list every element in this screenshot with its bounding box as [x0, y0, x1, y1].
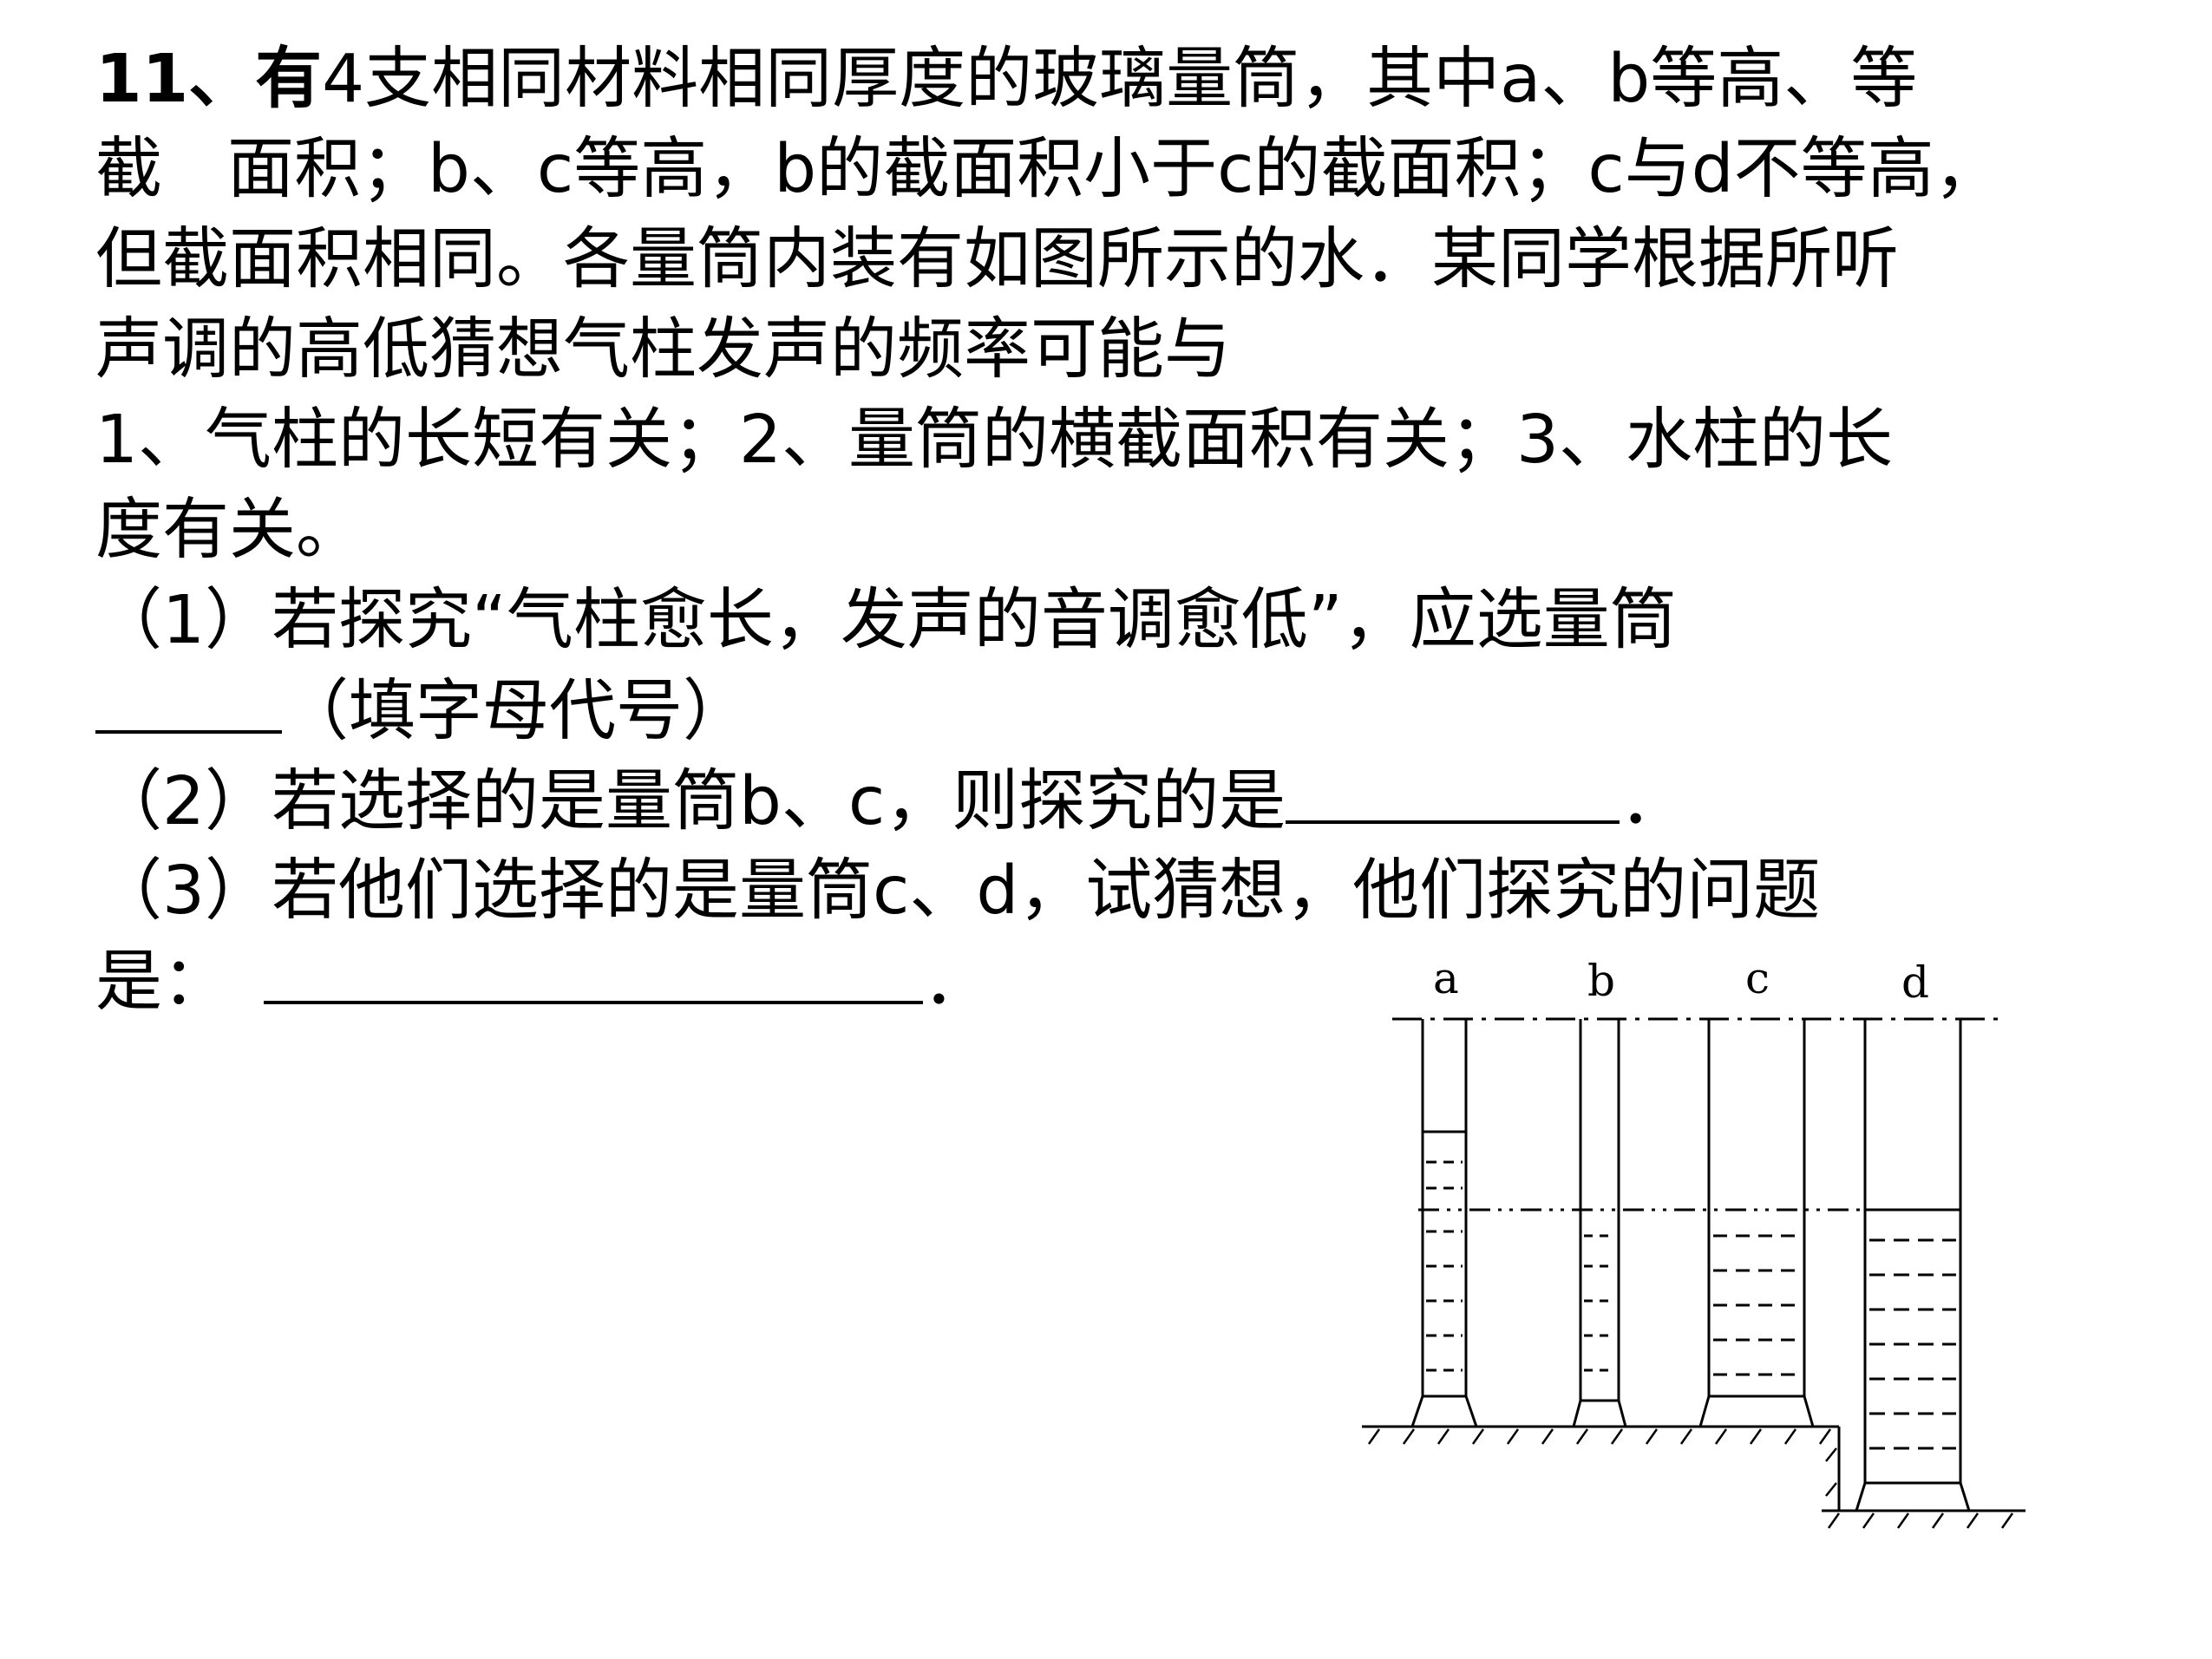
cylinder-c	[1698, 1019, 1815, 1427]
question-line-4: 声调的高低猜想气柱发声的频率可能与	[95, 311, 1231, 389]
cylinder-a	[1410, 1019, 1478, 1427]
question-line-3: 但截面积相同。各量筒内装有如图所示的水．某同学根据所听	[95, 221, 1899, 298]
cylinders-figure: a b c d	[1353, 945, 2039, 1552]
question-line-2: 截面积；b、c等高，b的截面积小于c的截面积；c与d不等高，	[95, 125, 2169, 215]
ground-surface	[1362, 1425, 2025, 1529]
question-text-fragment: （2）若选择的是量筒b、c，则探究的是	[95, 763, 1286, 840]
subquestion-1: （1）若探究“气柱愈长，发声的音调愈低”，应选量筒	[95, 582, 1677, 659]
answer-blank-2[interactable]	[1286, 756, 1620, 824]
subquestion-3: （3）若他们选择的是量筒c、d，试猜想，他们探究的问题	[95, 852, 1821, 930]
subquestion-1-answer-line: （填字母代号）	[95, 666, 2169, 756]
answer-blank-3[interactable]	[264, 937, 923, 1004]
cylinder-d	[1855, 1019, 1971, 1512]
question-text-fragment: 是：	[95, 944, 229, 1021]
question-text: 11、有4支相同材料相同厚度的玻璃量筒，其中a、b等高、等 截面积；b、c等高，…	[95, 35, 2169, 1027]
question-intro: 4支相同材料相同厚度的玻璃量筒，其中a、b等高、等	[322, 41, 1918, 118]
label-d: d	[1901, 957, 1929, 1008]
question-number: 11、有	[95, 41, 323, 118]
subquestion-3-answer-line: 是： ．	[95, 937, 2169, 1027]
question-text-fragment: ．	[923, 944, 990, 1021]
label-c: c	[1745, 953, 1770, 1003]
question-text-fragment: （填字母代号）	[282, 673, 749, 750]
question-line-1: 11、有4支相同材料相同厚度的玻璃量筒，其中a、b等高、等	[95, 35, 2169, 125]
question-text-fragment: 截	[95, 131, 162, 208]
label-a: a	[1433, 953, 1459, 1003]
hypothesis-list: 1、气柱的长短有关；2、量筒的横截面积有关；3、水柱的长	[95, 402, 1893, 479]
label-b: b	[1587, 956, 1615, 1006]
question-text-fragment: 面积；b、c等高，b的截面积小于c的截面积；c与d不等高，	[227, 131, 2001, 208]
question-text-fragment: ．	[1620, 763, 1687, 840]
answer-blank-1[interactable]	[95, 666, 282, 734]
hypothesis-list-end: 度有关。	[95, 492, 363, 569]
cylinder-b	[1572, 1019, 1627, 1427]
cylinders-diagram: a b c d	[1362, 953, 2025, 1529]
subquestion-2: （2）若选择的是量筒b、c，则探究的是 ．	[95, 756, 2169, 846]
